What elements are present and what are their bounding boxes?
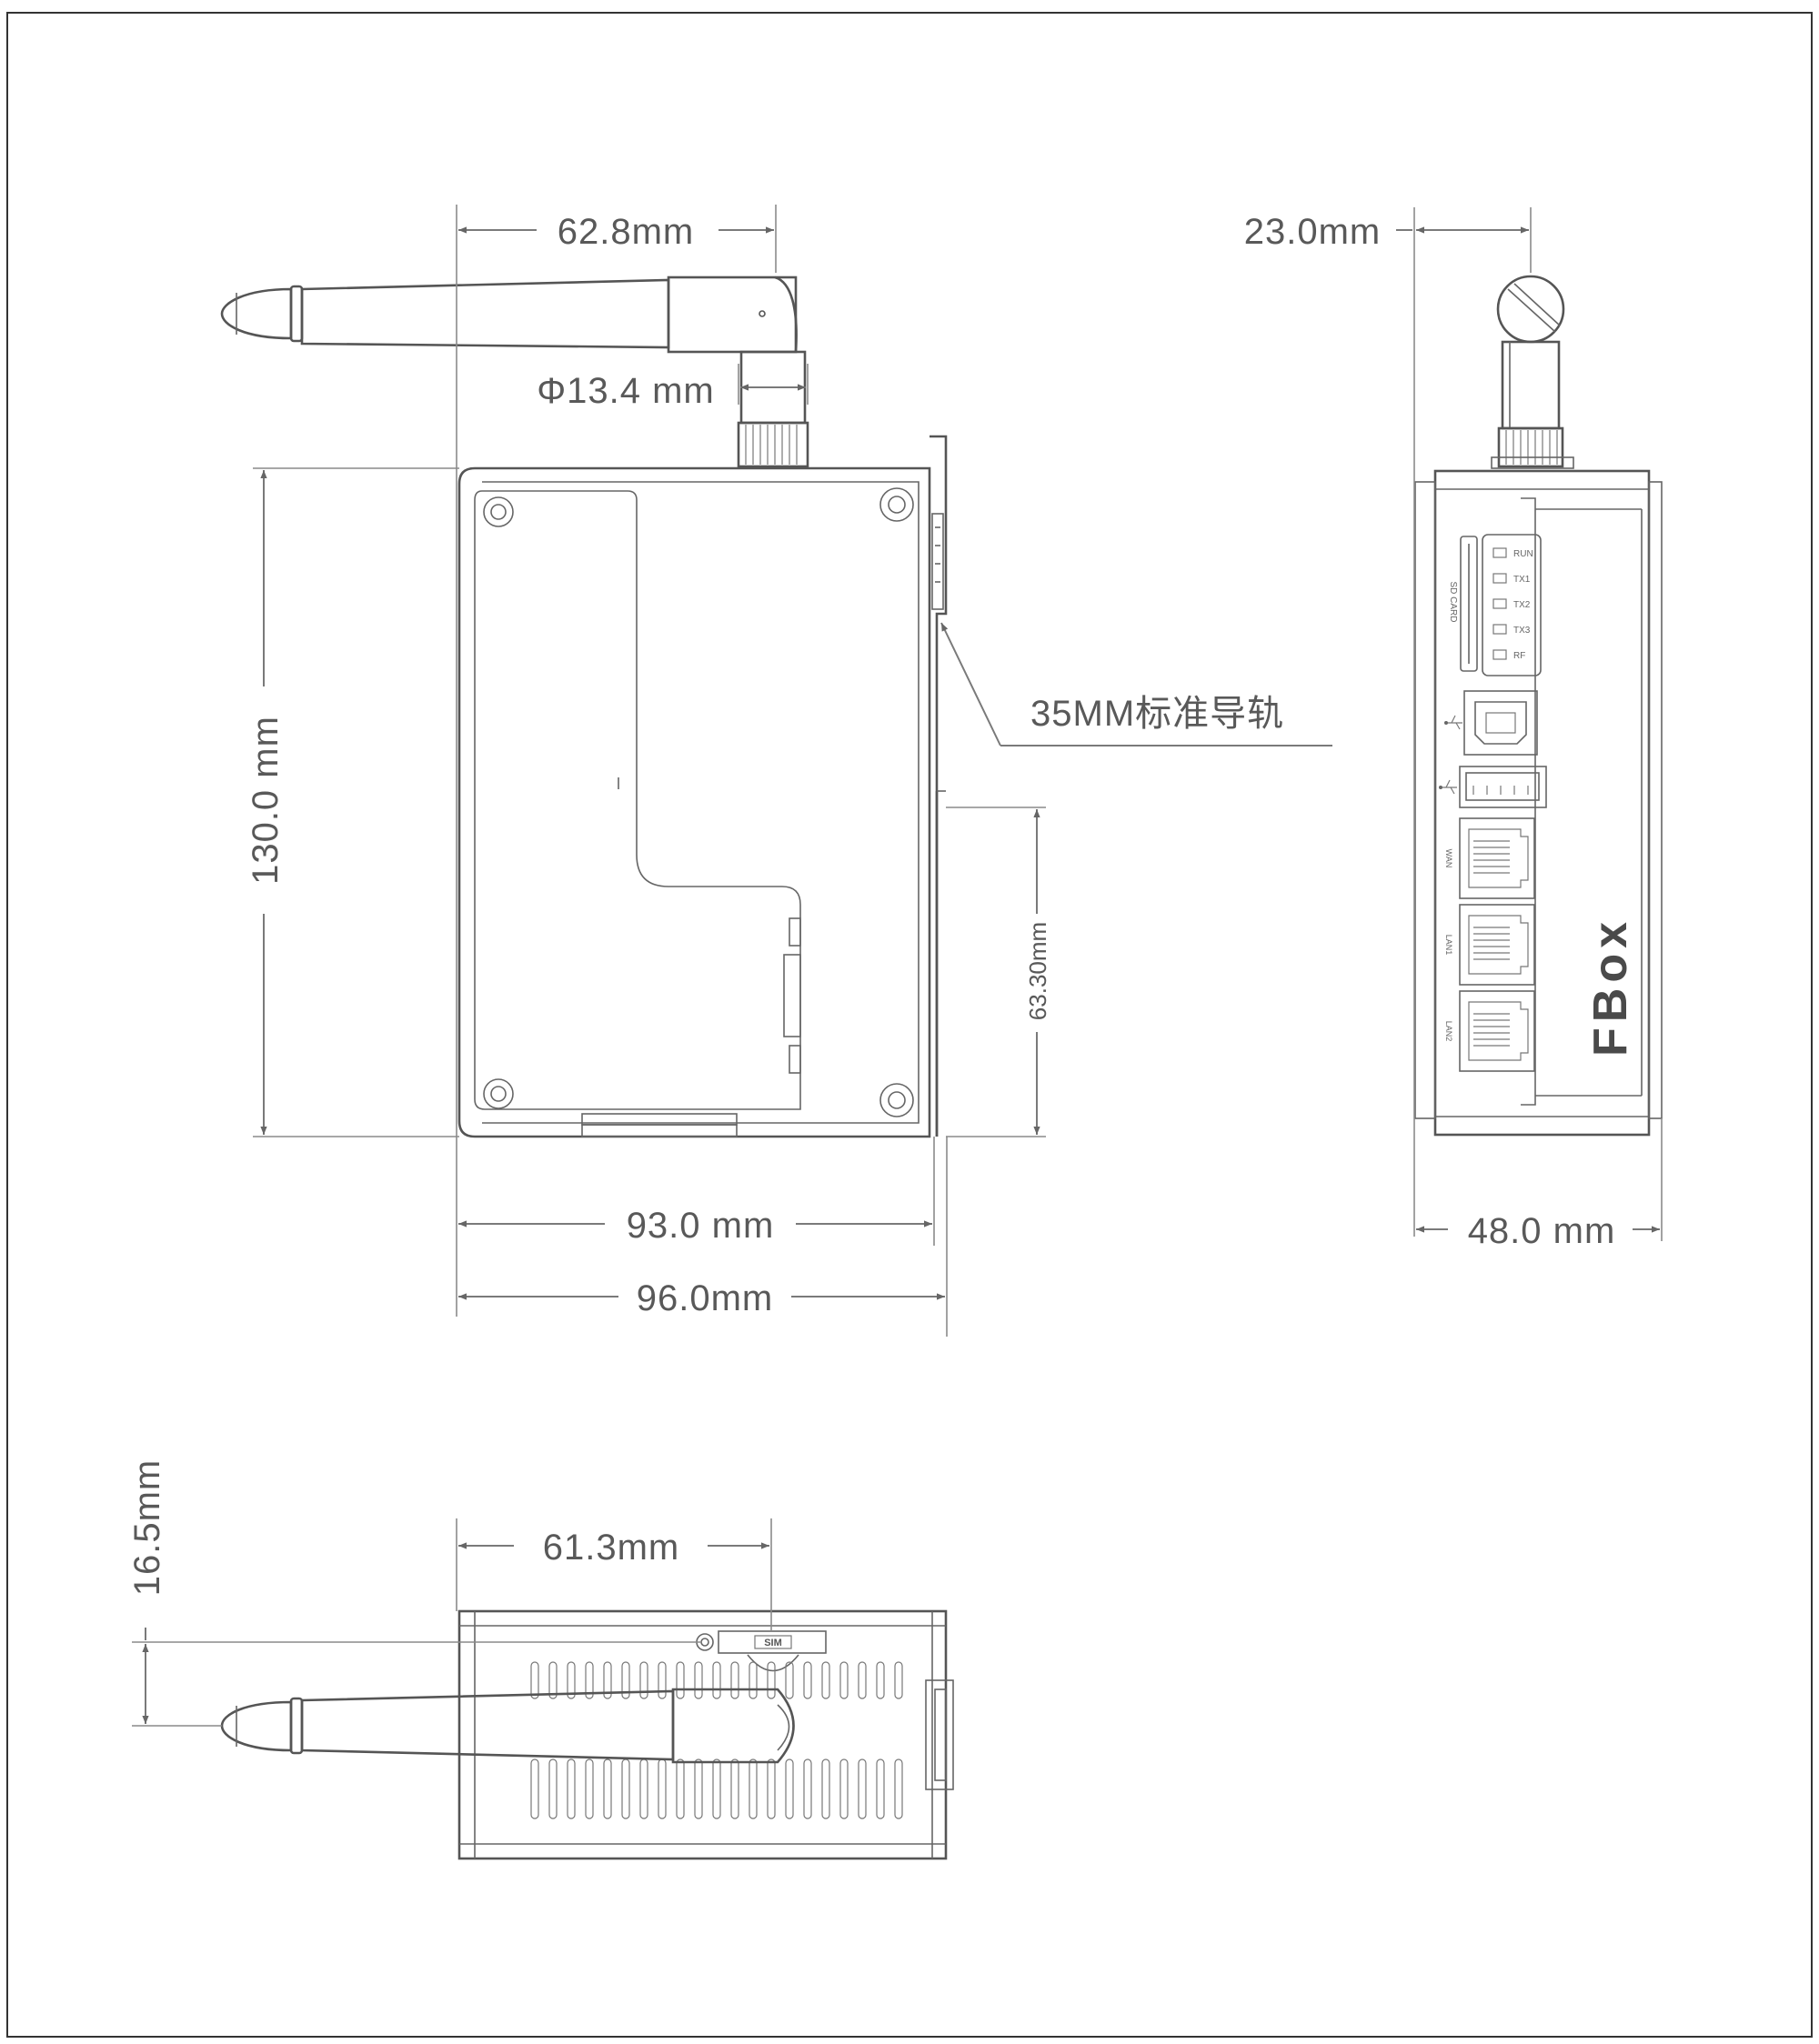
dim-antenna-width: 62.8mm: [456, 205, 777, 1317]
side-antenna: [1491, 275, 1574, 469]
dim-depth: 48.0 mm: [1416, 1118, 1663, 1251]
side-view: SD CARD RUN TX1 TX2 TX3 RF: [1244, 207, 1663, 1251]
usb-a-port: [1439, 766, 1547, 808]
brand-logo: FBox: [1584, 917, 1637, 1057]
dim-62-8: 62.8mm: [558, 212, 695, 252]
top-view: SIM: [127, 1459, 954, 1860]
port-lan2: LAN2: [1444, 1021, 1453, 1042]
dim-rail-offset: 63.30mm: [946, 807, 1051, 1137]
dim-height: 130.0 mm: [246, 467, 459, 1137]
dim-93-0: 93.0 mm: [627, 1206, 775, 1246]
side-body: SD CARD RUN TX1 TX2 TX3 RF: [1414, 469, 1663, 1137]
dim-13-4: Φ13.4 mm: [537, 371, 715, 411]
dim-96-0: 96.0mm: [637, 1278, 774, 1318]
front-view: 62.8mm Φ13.4 mm 130.0 mm 35MM标准导轨: [220, 205, 1332, 1337]
dim-sim-offset: 61.3mm: [456, 1518, 772, 1631]
ethernet-ports: WAN LAN1 LAN2: [1444, 817, 1535, 1072]
sd-card-label: SD CARD: [1448, 581, 1458, 622]
led-run: RUN: [1513, 549, 1533, 559]
top-body: SIM: [457, 1609, 954, 1860]
din-rail-label: 35MM标准导轨: [1030, 694, 1284, 734]
dim-antenna-height: 16.5mm: [127, 1459, 700, 1727]
port-wan: WAN: [1444, 849, 1453, 868]
front-body: [457, 435, 948, 1138]
sim-label: SIM: [764, 1638, 782, 1648]
usb-b-port: [1444, 690, 1538, 756]
vent-slots: [530, 1661, 903, 1819]
dim-body-width: 93.0 mm: [458, 1137, 935, 1246]
led-tx3: TX3: [1513, 626, 1531, 636]
dim-48-0: 48.0 mm: [1468, 1211, 1616, 1251]
top-antenna: [220, 1688, 795, 1764]
dim-total-width: 96.0mm: [458, 1137, 948, 1337]
din-rail-callout: 35MM标准导轨: [940, 622, 1332, 746]
dim-16-5: 16.5mm: [127, 1459, 167, 1597]
usb-icon: [1439, 779, 1457, 795]
drawing-frame: [6, 12, 1813, 2038]
front-antenna: [220, 276, 809, 468]
led-list: RUN TX1 TX2 TX3 RF: [1492, 547, 1533, 661]
port-lan1: LAN1: [1444, 935, 1453, 956]
dim-61-3: 61.3mm: [543, 1528, 680, 1568]
dim-130-0: 130.0 mm: [246, 716, 286, 885]
dim-connector-diameter: Φ13.4 mm: [537, 364, 809, 411]
led-tx1: TX1: [1513, 575, 1531, 585]
led-tx2: TX2: [1513, 600, 1531, 610]
dim-23-0: 23.0mm: [1244, 212, 1382, 252]
dim-63-30: 63.30mm: [1024, 922, 1051, 1020]
usb-icon: [1444, 715, 1462, 730]
dim-antenna-offset: 23.0mm: [1244, 207, 1532, 1237]
led-rf: RF: [1513, 651, 1525, 661]
